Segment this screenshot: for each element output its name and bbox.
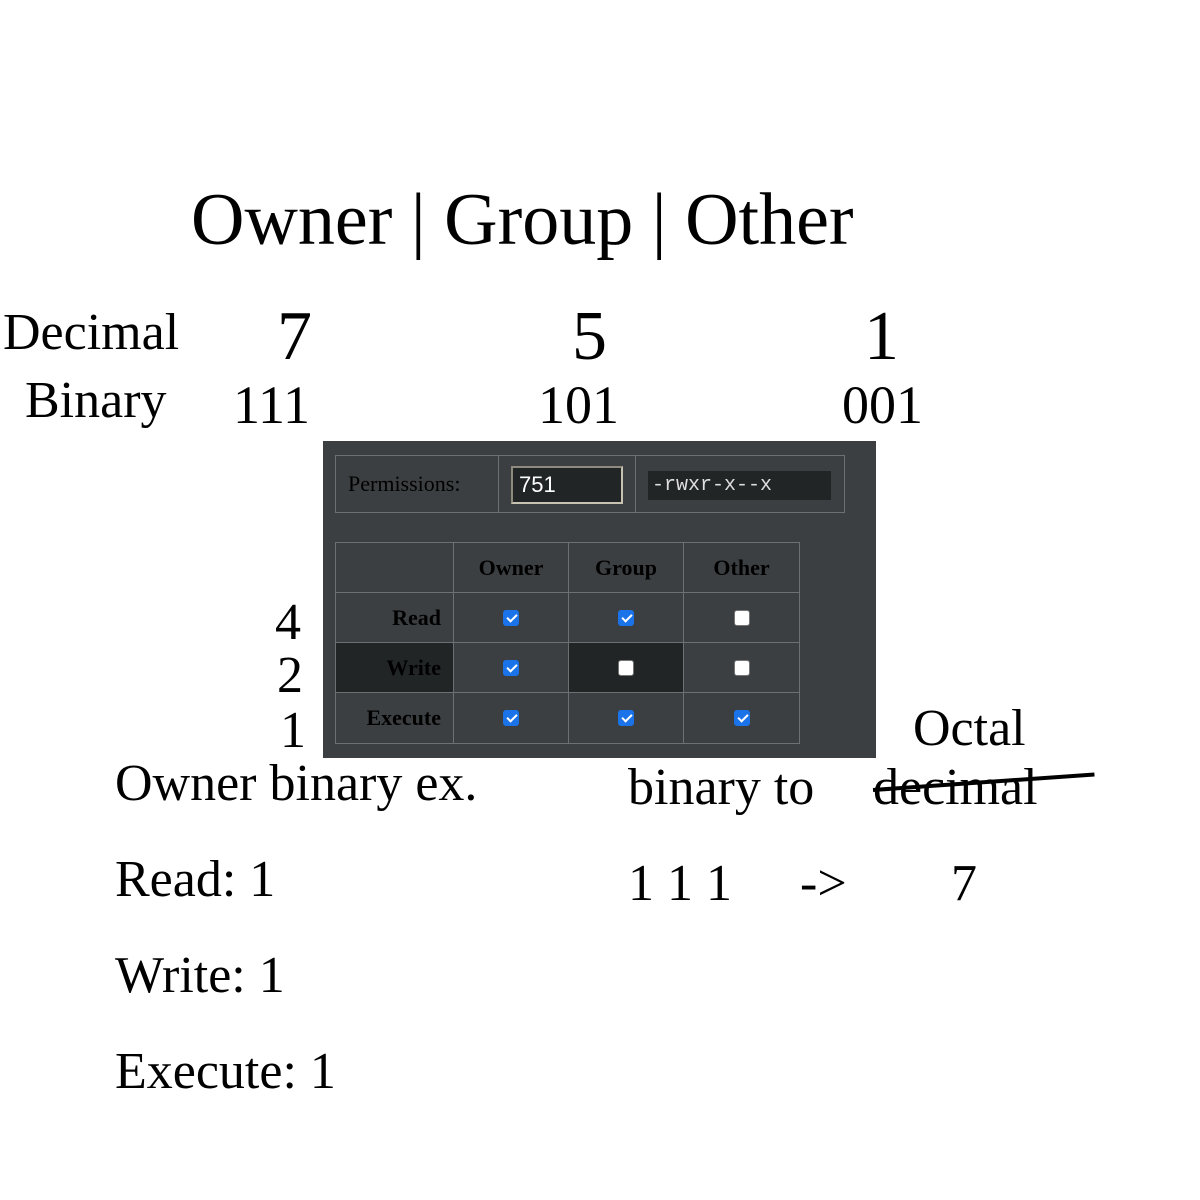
conversion-result: 7	[951, 855, 977, 912]
write-other-cell	[683, 642, 800, 693]
decimal-group-value: 5	[572, 298, 607, 375]
table-corner-cell	[335, 542, 454, 593]
execute-weight: 1	[280, 702, 306, 759]
row-header-write: Write	[335, 642, 454, 693]
execute-group-cell	[568, 692, 684, 744]
execute-owner-checkbox[interactable]	[503, 710, 519, 726]
conversion-prefix: binary to	[628, 759, 815, 816]
owner-group-other-heading: Owner | Group | Other	[191, 179, 854, 261]
binary-group-value: 101	[538, 375, 619, 435]
read-weight: 4	[275, 594, 301, 651]
write-other-checkbox[interactable]	[733, 659, 750, 676]
write-owner-checkbox[interactable]	[503, 659, 519, 676]
symbolic-cell	[635, 455, 845, 513]
execute-other-checkbox[interactable]	[733, 710, 750, 726]
read-group-checkbox[interactable]	[618, 609, 634, 626]
read-other-cell	[683, 592, 800, 643]
example-read-line: Read: 1	[115, 851, 276, 908]
write-group-checkbox[interactable]	[618, 659, 634, 676]
execute-owner-cell	[453, 692, 569, 744]
decimal-label: Decimal	[3, 304, 180, 361]
decimal-owner-value: 7	[277, 298, 312, 375]
octal-correction-label: Octal	[913, 700, 1026, 757]
read-owner-checkbox[interactable]	[503, 609, 519, 626]
permissions-label-cell: Permissions:	[335, 455, 499, 513]
permissions-label: Permissions:	[348, 471, 461, 496]
decimal-other-value: 1	[864, 298, 899, 375]
binary-other-value: 001	[842, 375, 923, 435]
read-owner-cell	[453, 592, 569, 643]
read-group-cell	[568, 592, 684, 643]
example-execute-line: Execute: 1	[115, 1043, 336, 1100]
read-other-checkbox[interactable]	[733, 609, 750, 626]
owner-binary-example-title: Owner binary ex.	[115, 755, 478, 812]
binary-owner-value: 111	[233, 375, 310, 435]
write-group-cell	[568, 642, 684, 693]
octal-permissions-input[interactable]	[511, 466, 623, 504]
conversion-arrow: ->	[800, 855, 847, 912]
row-header-read: Read	[335, 592, 454, 643]
execute-group-checkbox[interactable]	[618, 710, 634, 726]
write-weight: 2	[277, 647, 303, 704]
column-header-other: Other	[683, 542, 800, 593]
write-owner-cell	[453, 642, 569, 693]
row-header-execute: Execute	[335, 692, 454, 744]
execute-other-cell	[683, 692, 800, 744]
example-write-line: Write: 1	[115, 947, 285, 1004]
column-header-owner: Owner	[453, 542, 569, 593]
symbolic-permissions-display: -rwxr-x--x	[648, 471, 831, 500]
column-header-group: Group	[568, 542, 684, 593]
conversion-bits: 1 1 1	[628, 855, 732, 912]
binary-label: Binary	[25, 372, 167, 429]
